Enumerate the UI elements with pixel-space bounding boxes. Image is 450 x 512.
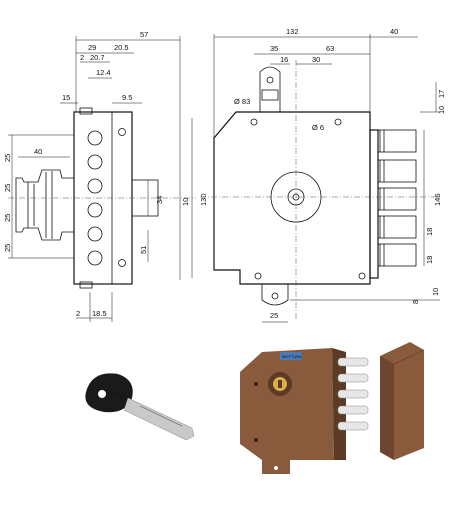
dim-9-5: 9.5 <box>122 93 132 102</box>
chrome-bolt <box>337 357 369 367</box>
bolt <box>377 215 417 239</box>
screw-hole <box>358 272 366 280</box>
dim-18-5: 18.5 <box>92 309 107 318</box>
dim-130: 130 <box>199 193 208 206</box>
dim-34: 34 <box>155 196 164 204</box>
chrome-bolt <box>337 405 369 415</box>
dim-8: 8 <box>411 300 420 304</box>
dim-phi-8-3: Ø 83 <box>234 97 250 106</box>
dim-29: 29 <box>88 43 96 52</box>
lock-brand: MOTTURA <box>282 354 302 359</box>
dim-132: 132 <box>286 27 299 36</box>
dim-15: 15 <box>62 93 70 102</box>
dim-20-7: 20.7 <box>90 53 105 62</box>
dim-57: 57 <box>140 30 148 39</box>
screw-hole <box>118 259 126 267</box>
lock-body <box>240 348 334 460</box>
dim-20-5: 20.5 <box>114 43 129 52</box>
key-brand: MOTTURA <box>110 389 131 401</box>
cylinder-knob <box>15 169 75 241</box>
bolt-hole <box>87 250 103 266</box>
dim-25-d: 25 <box>3 244 12 252</box>
key-head <box>85 373 133 413</box>
dim-40: 40 <box>34 147 42 156</box>
bolt <box>377 243 417 267</box>
lock-photo: MOTTURA <box>240 342 425 474</box>
top-lug <box>259 66 281 112</box>
bolt-hole <box>87 154 103 170</box>
dim-phi-6: Ø 6 <box>312 123 324 132</box>
dim-51: 51 <box>139 246 148 254</box>
screw-hole <box>254 272 262 280</box>
dim-17: 17 <box>437 90 446 98</box>
screw-hole <box>118 128 126 136</box>
bottom-lug <box>261 284 289 306</box>
dim-2-bottom: 2 <box>76 309 80 318</box>
dim-146: 146 <box>433 193 442 206</box>
bolt-hole <box>87 130 103 146</box>
dim-10-bottom: 10 <box>431 288 440 296</box>
dim-63: 63 <box>326 44 334 53</box>
bolt <box>377 129 417 153</box>
front-view: 132 40 35 63 16 30 Ø 83 Ø 6 17 10 146 18… <box>200 27 446 323</box>
dim-18-a: 18 <box>425 228 434 236</box>
key-photo: MOTTURA <box>85 373 195 441</box>
chrome-bolt <box>337 421 369 431</box>
chrome-bolt <box>337 373 369 383</box>
dim-18-b: 18 <box>425 256 434 264</box>
front-case <box>213 111 371 285</box>
dim-30: 30 <box>312 55 320 64</box>
screw-hole <box>250 118 258 126</box>
bolt-hole <box>87 178 103 194</box>
dim-25-a: 25 <box>3 154 12 162</box>
bolts <box>377 129 417 267</box>
dim-25-front: 25 <box>270 311 278 320</box>
side-view: 57 29 20.5 2 20.7 12.4 15 9.5 40 25 25 2… <box>3 30 208 322</box>
dim-12-4: 12.4 <box>96 68 111 77</box>
bolt <box>377 159 417 183</box>
dim-10-front: 10 <box>437 106 446 114</box>
bolt-hole <box>87 202 103 218</box>
dim-25-c: 25 <box>3 214 12 222</box>
screw-hole <box>334 118 342 126</box>
lock-brand-label <box>280 352 302 360</box>
dim-2: 2 <box>80 53 84 62</box>
chrome-bolt <box>337 389 369 399</box>
lock-bolts <box>337 357 369 431</box>
dim-40-front: 40 <box>390 27 398 36</box>
dim-25-b: 25 <box>3 184 12 192</box>
key-blade <box>123 397 195 441</box>
dim-10: 10 <box>181 198 190 206</box>
bolt <box>377 187 417 211</box>
dim-16: 16 <box>280 55 288 64</box>
bolt-hole <box>87 226 103 242</box>
dim-35: 35 <box>270 44 278 53</box>
